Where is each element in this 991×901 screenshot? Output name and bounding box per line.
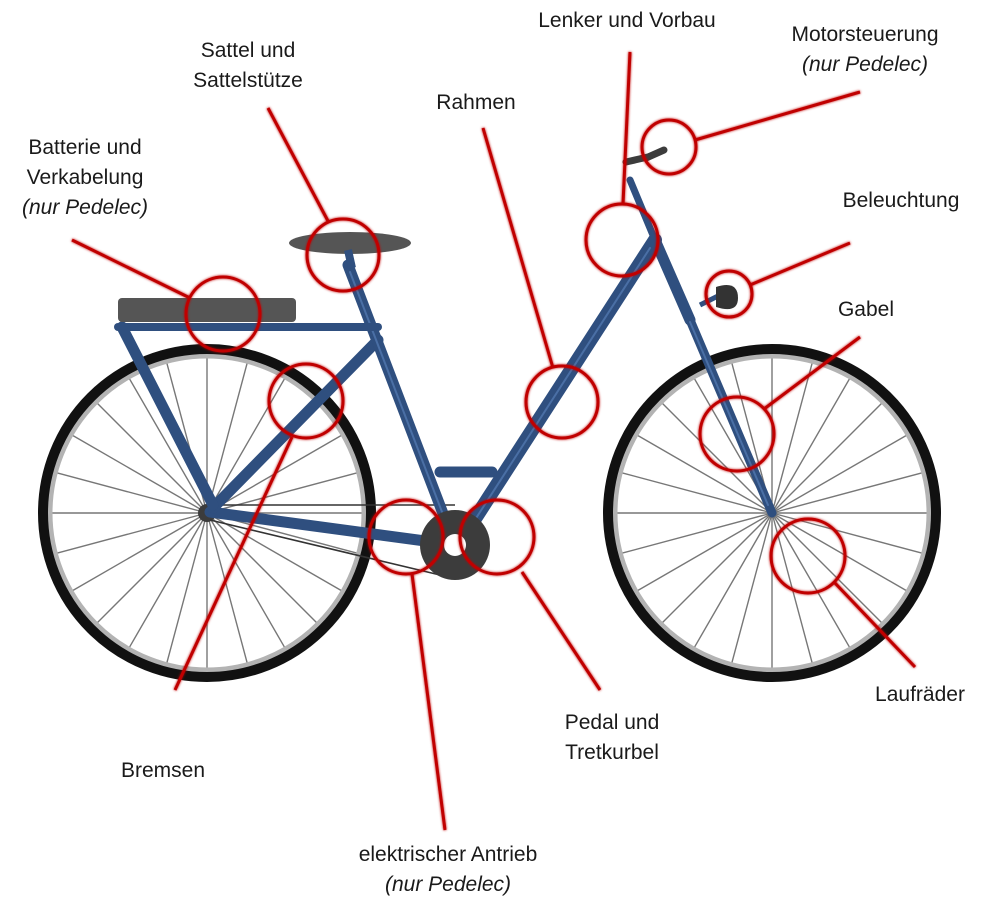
callout-wheels-circle (771, 519, 845, 593)
label-brakes: Bremsen (121, 756, 205, 786)
spoke (772, 379, 850, 513)
label-pedal-crank: Pedal und Tretkurbel (565, 708, 660, 768)
spoke (638, 513, 772, 591)
callout-saddle-circle (307, 219, 379, 291)
callout-lighting-line (750, 243, 850, 285)
spoke (772, 513, 906, 591)
spoke (662, 403, 772, 513)
spoke (772, 513, 922, 553)
label-electric-drive: elektrischer Antrieb (nur Pedelec) (359, 840, 538, 900)
spoke (57, 513, 207, 553)
spoke (207, 513, 285, 647)
spoke (207, 513, 247, 663)
spoke (130, 513, 208, 647)
callouts (72, 52, 915, 830)
spoke (772, 436, 906, 514)
callout-battery-line (72, 240, 190, 298)
head-tube (655, 240, 690, 320)
callout-saddle-line (268, 108, 328, 221)
spoke (73, 513, 207, 591)
spoke (772, 403, 882, 513)
spoke (622, 513, 772, 553)
spoke (97, 513, 207, 623)
seat-post (348, 250, 352, 268)
label-fork: Gabel (838, 295, 894, 325)
spoke (695, 513, 773, 647)
label-frame: Rahmen (436, 88, 515, 118)
spoke (57, 473, 207, 513)
callout-drive-line (412, 574, 445, 830)
label-saddle: Sattel und Sattelstütze (193, 36, 303, 96)
label-motor-control: Motorsteuerung (nur Pedelec) (791, 20, 938, 80)
label-lighting: Beleuchtung (843, 186, 960, 216)
spoke (130, 379, 208, 513)
spoke (622, 473, 772, 513)
label-wheels: Laufräder (875, 680, 965, 710)
spoke (662, 513, 772, 623)
label-battery: Batterie und Verkabelung (nur Pedelec) (22, 133, 148, 223)
spoke (772, 473, 922, 513)
spoke (772, 363, 812, 513)
callout-motor-control-circle (642, 120, 696, 174)
spoke (732, 513, 772, 663)
callout-motor-control-line (695, 92, 860, 140)
spoke (167, 513, 207, 663)
label-handlebar-stem: Lenker und Vorbau (538, 6, 715, 36)
battery-pack (118, 298, 296, 322)
callout-frame-line (483, 128, 553, 368)
callout-pedal-line (522, 572, 600, 690)
spoke (772, 513, 882, 623)
